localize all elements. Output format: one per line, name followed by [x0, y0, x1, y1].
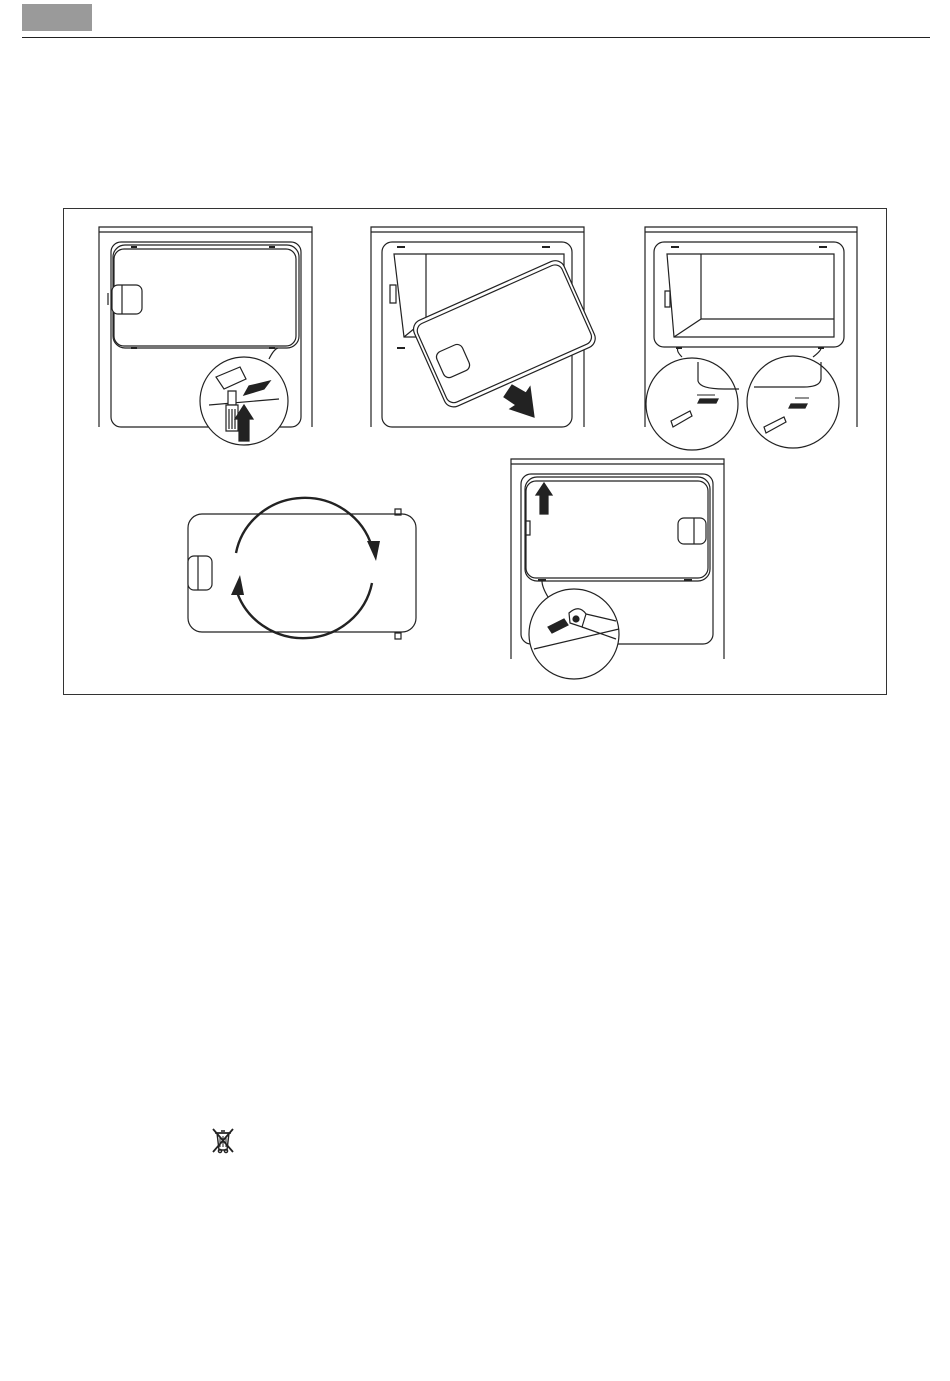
panel-rotate-door [188, 498, 416, 639]
panel-swap-pins [645, 227, 857, 450]
header-rule [22, 37, 930, 38]
weee-crossed-bin-icon [210, 1126, 236, 1154]
panel-remove-door [371, 227, 598, 427]
door-reversal-figure [63, 208, 887, 695]
screwdriver-icon [226, 391, 238, 431]
arrow-down-icon [504, 385, 534, 417]
page-tab-marker [22, 4, 92, 31]
panel-refit-door [511, 459, 724, 679]
panel-remove-hinge-cover [99, 227, 312, 445]
